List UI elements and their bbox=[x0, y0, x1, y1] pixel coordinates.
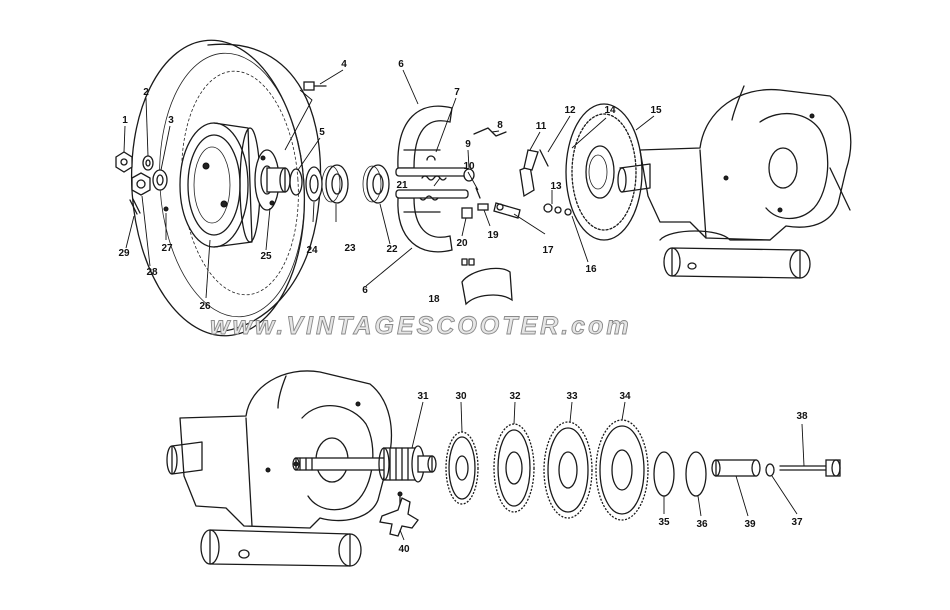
part-label-10: 10 bbox=[463, 161, 475, 172]
part-label-29: 29 bbox=[118, 248, 130, 259]
part-label-37: 37 bbox=[791, 517, 803, 528]
axle-nuts bbox=[115, 151, 169, 215]
part-label-20: 20 bbox=[456, 238, 468, 249]
part-label-36: 36 bbox=[696, 519, 708, 530]
gearbox-housing-upper bbox=[617, 85, 852, 279]
brake-shoes bbox=[395, 105, 469, 253]
part-label-15: 15 bbox=[650, 105, 662, 116]
part-label-23: 23 bbox=[344, 243, 356, 254]
cruciform-selector bbox=[379, 491, 419, 537]
part-label-32: 32 bbox=[509, 391, 521, 402]
sleeve bbox=[711, 459, 761, 477]
wheel-tyre bbox=[130, 39, 322, 337]
bolt bbox=[303, 81, 327, 91]
watermark-text: www.VINTAGESCOOTER.com bbox=[210, 312, 632, 340]
part-label-13: 13 bbox=[550, 181, 562, 192]
part-label-31: 31 bbox=[417, 391, 429, 402]
brake-drum bbox=[179, 122, 261, 248]
part-label-28: 28 bbox=[146, 267, 158, 278]
gear-32 bbox=[493, 423, 535, 513]
part-label-16: 16 bbox=[585, 264, 597, 275]
part-label-5: 5 bbox=[319, 127, 325, 138]
part-label-1: 1 bbox=[122, 115, 128, 126]
part-label-33: 33 bbox=[566, 391, 578, 402]
part-label-38: 38 bbox=[796, 411, 808, 422]
part-label-40: 40 bbox=[398, 544, 410, 555]
cam-lever bbox=[519, 148, 572, 216]
circlip bbox=[289, 168, 303, 196]
part-label-17: 17 bbox=[542, 245, 554, 256]
long-bolt bbox=[779, 459, 841, 477]
part-label-3: 3 bbox=[168, 115, 174, 126]
part-label-25: 25 bbox=[260, 251, 272, 262]
part-label-2: 2 bbox=[143, 87, 149, 98]
part-label-14: 14 bbox=[604, 105, 616, 116]
part-label-35: 35 bbox=[658, 517, 670, 528]
layshaft bbox=[292, 445, 437, 483]
part-numbers: 1 2 3 4 5 6 6 7 8 9 10 11 12 13 14 15 16… bbox=[118, 59, 808, 555]
brake-backplate bbox=[565, 103, 643, 241]
part-label-8: 8 bbox=[497, 120, 503, 131]
part-label-19: 19 bbox=[487, 230, 499, 241]
levers-pins bbox=[461, 187, 521, 219]
part-label-9: 9 bbox=[465, 139, 471, 150]
gear-33 bbox=[543, 421, 593, 519]
part-label-21: 21 bbox=[396, 180, 408, 191]
part-label-26: 26 bbox=[199, 301, 211, 312]
part-label-11: 11 bbox=[536, 121, 547, 132]
bearing-23 bbox=[321, 164, 349, 204]
hub-flange bbox=[254, 149, 291, 211]
part-label-27: 27 bbox=[161, 243, 173, 254]
bearing-24 bbox=[305, 166, 323, 202]
part-label-24: 24 bbox=[306, 245, 318, 256]
part-label-6b: 6 bbox=[362, 285, 368, 296]
ring-35 bbox=[653, 451, 675, 497]
gear-30 bbox=[445, 431, 479, 505]
part-label-18: 18 bbox=[428, 294, 440, 305]
part-label-7: 7 bbox=[454, 87, 460, 98]
part-label-12: 12 bbox=[564, 105, 576, 116]
bearing-22 bbox=[362, 164, 390, 204]
gear-34 bbox=[595, 419, 649, 521]
part-label-30: 30 bbox=[455, 391, 467, 402]
part-label-39: 39 bbox=[744, 519, 756, 530]
part-label-34: 34 bbox=[619, 391, 631, 402]
part-label-4: 4 bbox=[341, 59, 347, 70]
part-label-22: 22 bbox=[386, 244, 398, 255]
ring-36 bbox=[685, 451, 707, 497]
part-label-6a: 6 bbox=[398, 59, 404, 70]
washer-37 bbox=[765, 463, 775, 477]
shoe-guard bbox=[461, 258, 513, 306]
leader-lines bbox=[123, 69, 805, 541]
